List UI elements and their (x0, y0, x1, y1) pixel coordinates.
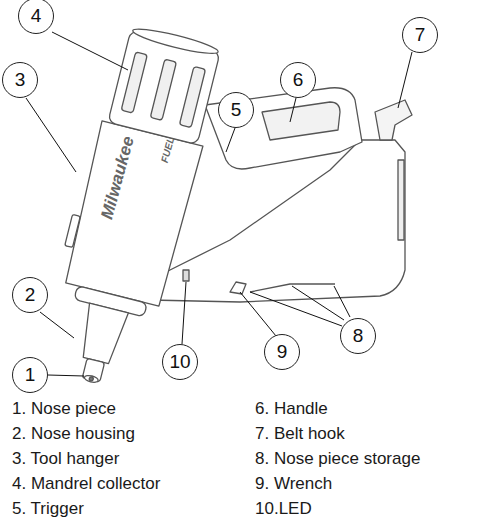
callout-number: 7 (415, 24, 426, 46)
tool-drawing (34, 21, 412, 394)
battery-panel (398, 160, 404, 240)
leader-line (334, 286, 350, 317)
legend-item: 9. Wrench (255, 475, 332, 493)
callout-number: 3 (15, 69, 26, 91)
callout-number: 9 (277, 341, 288, 363)
callout-circle: 8 (340, 318, 376, 354)
callout-number: 10 (169, 351, 190, 373)
callout-number: 5 (231, 99, 242, 121)
callout-circle: 6 (280, 62, 316, 98)
callout-number: 4 (31, 5, 42, 27)
legend-item: 3. Tool hanger (12, 450, 119, 468)
body-shape (62, 121, 203, 307)
legend-item: 5. Trigger (12, 500, 84, 518)
callout-circle: 5 (218, 92, 254, 128)
callout-circle: 7 (402, 17, 438, 53)
legend-item: 6. Handle (255, 400, 328, 418)
legend-item: 1. Nose piece (12, 400, 116, 418)
callout-number: 6 (293, 69, 304, 91)
handle-shape (205, 88, 362, 169)
leader-line (26, 98, 76, 172)
callout-number: 1 (25, 364, 36, 386)
leader-line (240, 292, 276, 336)
leader-line (398, 52, 412, 108)
collector-slot (121, 52, 147, 113)
collector-cap (131, 25, 219, 58)
tool-barrel (34, 21, 227, 394)
nose-housing-shape (76, 303, 128, 365)
wrench-shape (230, 282, 246, 294)
leader-line (290, 98, 296, 122)
callout-number: 2 (25, 284, 36, 306)
legend-item: 2. Nose housing (12, 425, 135, 443)
callout-circle: 1 (12, 357, 48, 393)
collector-slot (179, 66, 205, 127)
callout-circle: 9 (264, 334, 300, 370)
leader-line (48, 375, 84, 376)
legend-item: 7. Belt hook (255, 425, 345, 443)
collector-slot (150, 59, 176, 120)
led-shape (183, 270, 189, 281)
callout-number: 8 (353, 325, 364, 347)
legend-item: 4. Mandrel collector (12, 475, 160, 493)
grip-panel (262, 102, 340, 140)
callout-circle: 3 (2, 62, 38, 98)
nose-hole (89, 376, 94, 381)
callout-circle: 2 (12, 277, 48, 313)
leader-line (52, 32, 128, 70)
hanger-shape (65, 214, 81, 247)
leader-line (40, 312, 74, 338)
legend-item: 10.LED (255, 500, 312, 518)
belt-hook-shape (375, 100, 412, 140)
callout-circle: 4 (18, 0, 54, 34)
leader-line (226, 128, 235, 152)
nose-tip (84, 374, 99, 383)
callout-circle: 10 (162, 344, 198, 380)
legend-item: 8. Nose piece storage (255, 450, 420, 468)
leader-lines (26, 32, 412, 376)
storage-slot (250, 284, 335, 292)
leader-line (182, 282, 186, 344)
